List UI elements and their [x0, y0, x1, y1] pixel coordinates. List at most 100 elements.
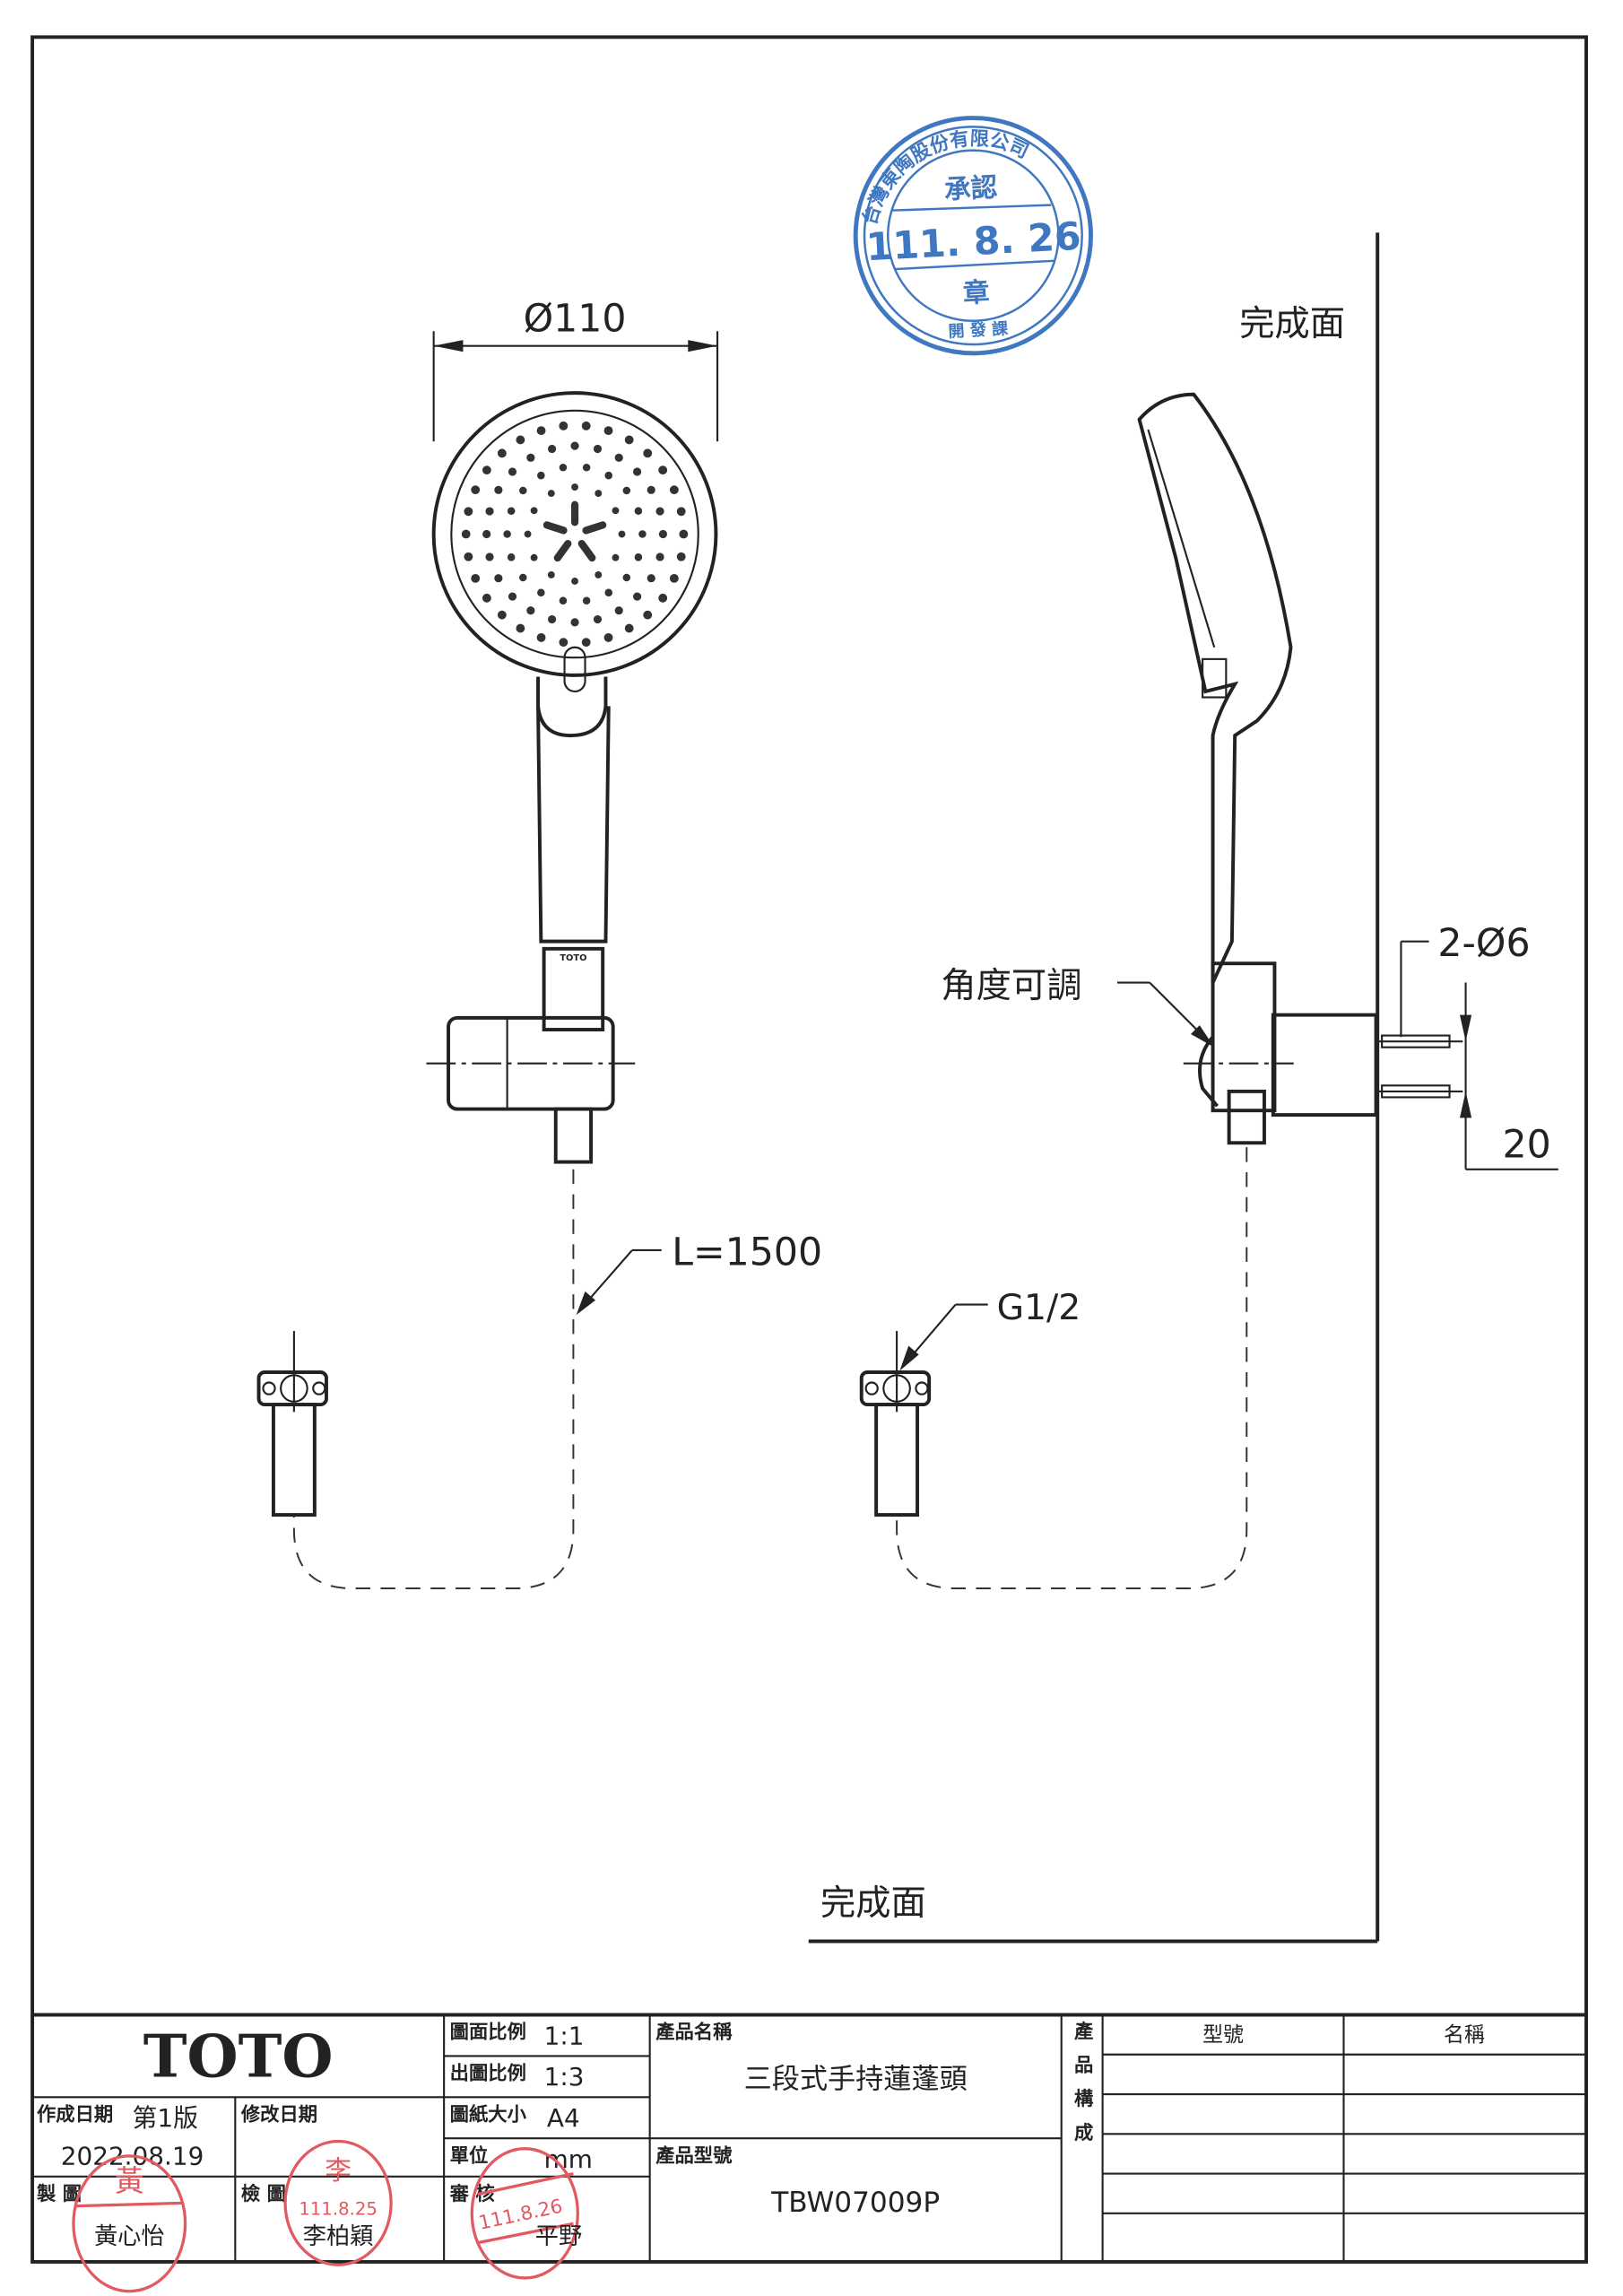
nozzle: [507, 553, 516, 561]
nozzle: [530, 553, 538, 561]
nozzle: [519, 573, 527, 582]
created-date-label: 作成日期: [37, 2104, 113, 2126]
nozzle: [547, 614, 557, 624]
nozzle: [494, 574, 503, 583]
checked-by-label: 檢 圖: [241, 2182, 286, 2205]
nozzle: [633, 467, 642, 476]
nozzle: [676, 507, 686, 517]
paper-size-label: 圖紙大小: [450, 2103, 527, 2126]
nozzle: [537, 588, 545, 597]
product-name-label: 產品名稱: [655, 2021, 733, 2044]
nozzle: [604, 471, 613, 480]
nozzle: [658, 593, 668, 603]
composition-header-model: 型號: [1202, 2023, 1244, 2047]
drawing-scale-label: 圖面比例: [450, 2022, 526, 2044]
nozzle: [559, 463, 568, 472]
title-block: TOTO 圖面比例 1:1 出圖比例 1:3 圖紙大小 A4 單位 mm 作成日…: [32, 2013, 1587, 2293]
nozzle: [559, 638, 568, 648]
spray-slot: [582, 521, 607, 535]
svg-text:開 發 課: 開 發 課: [948, 318, 1010, 342]
thread-label: G1/2: [997, 1287, 1081, 1328]
nozzle: [622, 486, 631, 495]
nozzle: [507, 507, 516, 515]
nozzle: [614, 453, 623, 462]
nozzle: [526, 606, 535, 615]
svg-text:黃: 黃: [115, 2164, 144, 2198]
svg-text:111. 8. 26: 111. 8. 26: [865, 214, 1082, 270]
nozzle: [676, 552, 686, 561]
nozzle: [603, 426, 613, 436]
finish-surface-label-top: 完成面: [1239, 303, 1345, 344]
nozzle: [547, 444, 557, 454]
nozzle: [471, 485, 481, 495]
nozzle: [595, 571, 603, 578]
diameter-label: Ø110: [524, 296, 627, 341]
spray-slot: [553, 540, 572, 562]
nozzle: [508, 592, 517, 601]
nozzle: [593, 614, 603, 624]
drawn-by-stamp: 黃 黃心怡: [72, 2154, 187, 2293]
nozzle: [516, 623, 525, 633]
checked-by-stamp: 李 111.8.25 李柏穎: [283, 2139, 393, 2266]
nozzle: [633, 592, 642, 601]
drawn-by-value: 黃心怡: [94, 2223, 165, 2250]
svg-text:章: 章: [962, 277, 990, 309]
nozzle: [536, 632, 546, 642]
front-view: Ø110 TOTO L=1500: [256, 296, 822, 1590]
nozzle: [464, 507, 473, 517]
nozzle: [485, 507, 494, 516]
handle-brand: TOTO: [560, 953, 586, 963]
nozzle: [655, 507, 664, 516]
nozzle: [461, 529, 471, 539]
nozzle: [497, 448, 507, 458]
screw-spacing-label: 20: [1503, 1123, 1551, 1168]
nozzle: [482, 529, 491, 539]
nozzle: [482, 465, 491, 475]
nozzle: [497, 610, 507, 620]
brand-logo: TOTO: [143, 2022, 334, 2091]
drawn-by-label: 製 圖: [36, 2182, 82, 2205]
nozzle: [508, 467, 517, 476]
nozzle: [622, 573, 631, 582]
nozzle: [516, 435, 525, 445]
product-name-value: 三段式手持蓮蓬頭: [744, 2063, 968, 2095]
nozzle: [464, 552, 473, 561]
svg-text:李: 李: [325, 2155, 352, 2186]
nozzle: [647, 485, 655, 494]
nozzle: [582, 596, 591, 605]
svg-text:承認: 承認: [943, 172, 998, 205]
nozzle: [471, 573, 481, 583]
nozzle: [679, 529, 689, 539]
nozzle: [485, 552, 494, 561]
nozzle: [582, 463, 591, 472]
angle-adjustable-label: 角度可調: [941, 965, 1081, 1006]
nozzle: [559, 596, 568, 605]
version-value: 第1版: [133, 2103, 198, 2133]
output-scale-value: 1:3: [544, 2062, 585, 2092]
nozzle: [658, 529, 668, 539]
finish-surface-label-bottom: 完成面: [820, 1883, 926, 1924]
output-scale-label: 出圖比例: [450, 2063, 526, 2085]
nozzle: [482, 593, 491, 603]
nozzle: [503, 530, 511, 538]
nozzle: [604, 588, 613, 597]
nozzle: [536, 426, 546, 436]
nozzle: [581, 638, 591, 648]
nozzle: [571, 483, 578, 491]
product-model-label: 產品型號: [655, 2144, 733, 2167]
nozzle: [624, 623, 634, 633]
nozzle: [559, 421, 568, 430]
nozzle: [547, 571, 555, 578]
nozzle: [647, 574, 655, 583]
product-model-value: TBW07009P: [770, 2187, 940, 2219]
nozzle: [530, 507, 538, 515]
composition-header-name: 名稱: [1444, 2023, 1485, 2047]
nozzle: [581, 421, 591, 430]
checked-by-value: 李柏穎: [303, 2223, 374, 2250]
nozzle: [643, 448, 653, 458]
nozzle: [593, 444, 603, 454]
nozzle: [643, 610, 653, 620]
modified-date-label: 修改日期: [240, 2103, 317, 2126]
screw-label: 2-Ø6: [1437, 921, 1530, 966]
